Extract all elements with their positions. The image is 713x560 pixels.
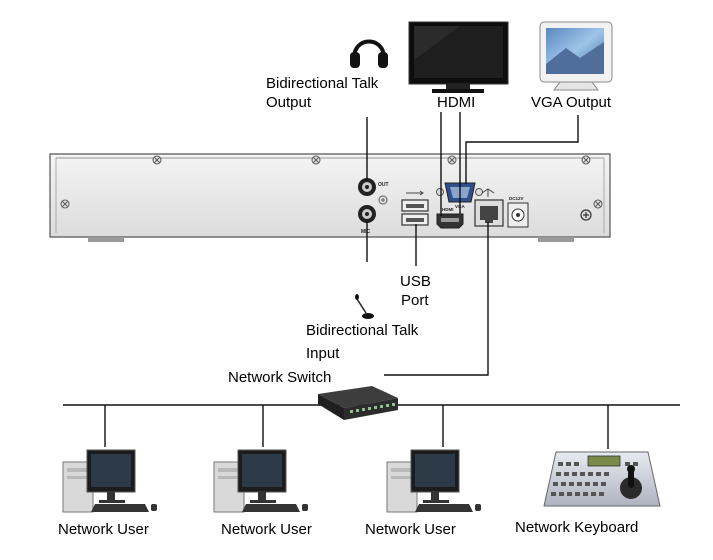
computer-icon <box>62 449 158 513</box>
label-usb-line1: USB <box>400 273 431 290</box>
label-talk-input-line1: Bidirectional Talk <box>306 322 419 339</box>
monitor-icon <box>539 21 613 91</box>
panel-text-mic: MIC <box>361 229 371 235</box>
label-network-switch: Network Switch <box>228 369 332 386</box>
headphones-icon <box>350 39 388 68</box>
rear-panel <box>49 153 611 242</box>
keyboard-controller-icon <box>543 451 661 507</box>
microphone-icon <box>355 294 374 319</box>
label-network-user-3: Network User <box>365 521 456 538</box>
mic-jack <box>358 205 376 223</box>
label-vga-output: VGA Output <box>531 94 612 111</box>
audio-out-jack <box>358 178 376 196</box>
network-switch-icon <box>318 386 398 420</box>
computer-icon <box>213 449 309 513</box>
label-hdmi: HDMI <box>437 94 476 111</box>
panel-text-out: OUT <box>378 182 389 188</box>
panel-text-hdmi: HDMI <box>442 207 454 212</box>
power-socket <box>507 202 529 228</box>
label-network-user-2: Network User <box>221 521 312 538</box>
label-talk-output-line1: Bidirectional Talk <box>266 75 379 92</box>
label-network-keyboard: Network Keyboard <box>515 519 639 536</box>
tv-icon <box>408 21 509 93</box>
usb-ports <box>401 190 429 226</box>
panel-text-power: DC12V <box>509 196 524 201</box>
label-talk-input-line2: Input <box>306 345 340 362</box>
label-network-user-1: Network User <box>58 521 149 538</box>
lan-port <box>474 188 504 227</box>
computer-icon <box>386 449 482 513</box>
label-usb-line2: Port <box>401 292 429 309</box>
hdmi-port <box>436 213 464 229</box>
label-talk-output-line2: Output <box>266 94 312 111</box>
